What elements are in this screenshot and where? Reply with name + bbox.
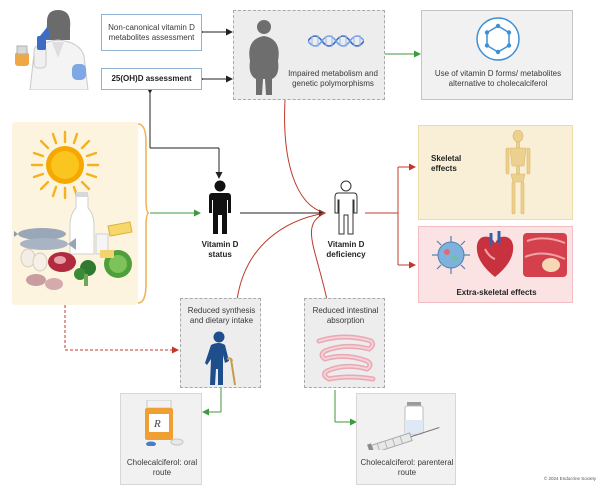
scientist-icon: [15, 10, 89, 90]
skeleton-icon: [505, 130, 531, 215]
status-label: Vitamin D status: [201, 240, 239, 259]
sun-icon: [30, 130, 100, 200]
skeletal-effects-label: Skeletal effects: [431, 154, 462, 173]
status-person-icon: [209, 180, 231, 234]
reduced-synthesis-box: Reduced synthesis and dietary intake: [180, 298, 261, 388]
elderly-person-icon: [205, 331, 236, 386]
total-25ohd-assessment-label: 25(OH)D assessment: [111, 74, 192, 83]
intestine-icon: [316, 334, 376, 382]
non-canonical-assessment-label: Non-canonical vitamin D metabolites asse…: [108, 22, 195, 42]
arrow-synthesis-oral: [202, 388, 222, 416]
arrow-dashed-food-synthesis: [64, 305, 179, 354]
metabolism-box: Impaired metabolism and genetic polymorp…: [233, 10, 385, 100]
deficiency-label: Vitamin D deficiency: [326, 240, 366, 259]
parenteral-route-box: Cholecalciferol: parenteral route: [356, 393, 456, 485]
arrow-assessment-status: [146, 87, 223, 179]
arrow-deficiency-effects: [365, 163, 416, 269]
syringe-vial-icon: [367, 402, 440, 450]
heart-icon: [476, 231, 514, 277]
pill-bottle-icon: R: [145, 400, 184, 446]
rx-symbol: R: [153, 418, 161, 430]
skeletal-effects-box: Skeletal effects: [418, 125, 573, 220]
reduced-absorption-box: Reduced intestinal absorption: [304, 298, 385, 388]
obese-person-icon: [249, 20, 279, 95]
deficiency-person-icon: [334, 180, 358, 235]
oral-route-label: Cholecalciferol: oral route: [126, 458, 198, 477]
brace-icon: [137, 123, 150, 304]
sun-food-box: [12, 122, 138, 305]
alternatives-label: Use of vitamin D forms/ metabolites alte…: [434, 69, 562, 88]
virus-icon: [432, 236, 470, 274]
non-canonical-assessment-box: Non-canonical vitamin D metabolites asse…: [101, 14, 202, 51]
reduced-absorption-label: Reduced intestinal absorption: [312, 306, 379, 325]
total-25ohd-assessment-box: 25(OH)D assessment: [101, 68, 202, 90]
molecule-icon: [476, 17, 520, 61]
extra-skeletal-effects-box: Extra-skeletal effects: [418, 226, 573, 303]
extra-skeletal-effects-label: Extra-skeletal effects: [456, 288, 537, 297]
alternatives-box: Use of vitamin D forms/ metabolites alte…: [421, 10, 573, 100]
red-convergence-curves: [236, 99, 328, 301]
parenteral-route-label: Cholecalciferol: parenteral route: [360, 458, 454, 477]
arrow-absorption-parenteral: [334, 390, 357, 426]
arrow-assessment-metabolism: [197, 28, 233, 83]
food-icon: [14, 192, 133, 290]
metabolism-label: Impaired metabolism and genetic polymorp…: [288, 69, 378, 88]
reduced-synthesis-label: Reduced synthesis and dietary intake: [187, 306, 256, 325]
dna-icon: [308, 35, 364, 47]
tissue-icon: [523, 233, 567, 277]
copyright-notice: © 2024 Endocrine Society: [543, 476, 596, 481]
oral-route-box: R Cholecalciferol: oral route: [120, 393, 202, 485]
